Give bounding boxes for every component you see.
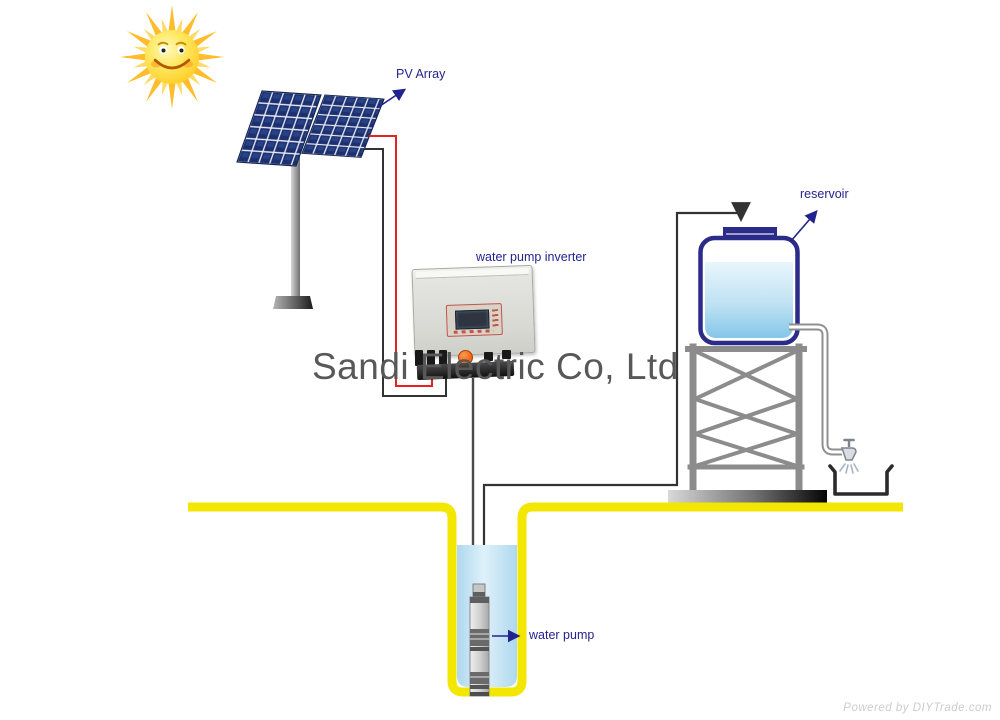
water-pump-label: water pump <box>529 628 595 642</box>
wire-black <box>364 148 447 397</box>
water-pump-inverter <box>411 264 536 358</box>
inverter-connector <box>484 352 493 361</box>
sun-icon <box>120 5 224 109</box>
water-pipe <box>482 202 751 583</box>
reservoir-tank <box>698 227 800 346</box>
panel-pole <box>273 157 313 309</box>
wire-red <box>369 135 433 387</box>
watermark: Sandi Electric Co, Ltd <box>312 346 679 387</box>
reservoir-label: reservoir <box>800 187 849 201</box>
water-spray <box>839 463 859 474</box>
ground-line <box>188 502 903 697</box>
pv-array-panel <box>236 90 385 167</box>
inverter-lcd-screen <box>454 309 490 330</box>
inverter-display <box>445 303 503 337</box>
inverter-terminal-tab <box>415 350 423 366</box>
inverter-terminal-tab <box>427 350 435 366</box>
water-pump-device <box>469 583 490 697</box>
inverter-indicator-lights <box>491 309 499 328</box>
tank-stand <box>685 343 807 496</box>
footer-credit: Powered by DIYTrade.com <box>843 702 992 714</box>
faucet-icon <box>840 438 857 461</box>
stand-platform <box>668 490 827 503</box>
pv-array-arrow <box>376 88 407 109</box>
inverter-label: water pump inverter <box>476 250 587 264</box>
inverter-keypad <box>453 329 494 334</box>
basin <box>828 464 894 496</box>
pv-array-label: PV Array <box>396 67 446 81</box>
inverter-terminal-tab <box>439 350 447 366</box>
reservoir-arrow <box>790 210 818 242</box>
inverter-connector <box>502 350 511 359</box>
outlet-pipe <box>789 323 842 456</box>
